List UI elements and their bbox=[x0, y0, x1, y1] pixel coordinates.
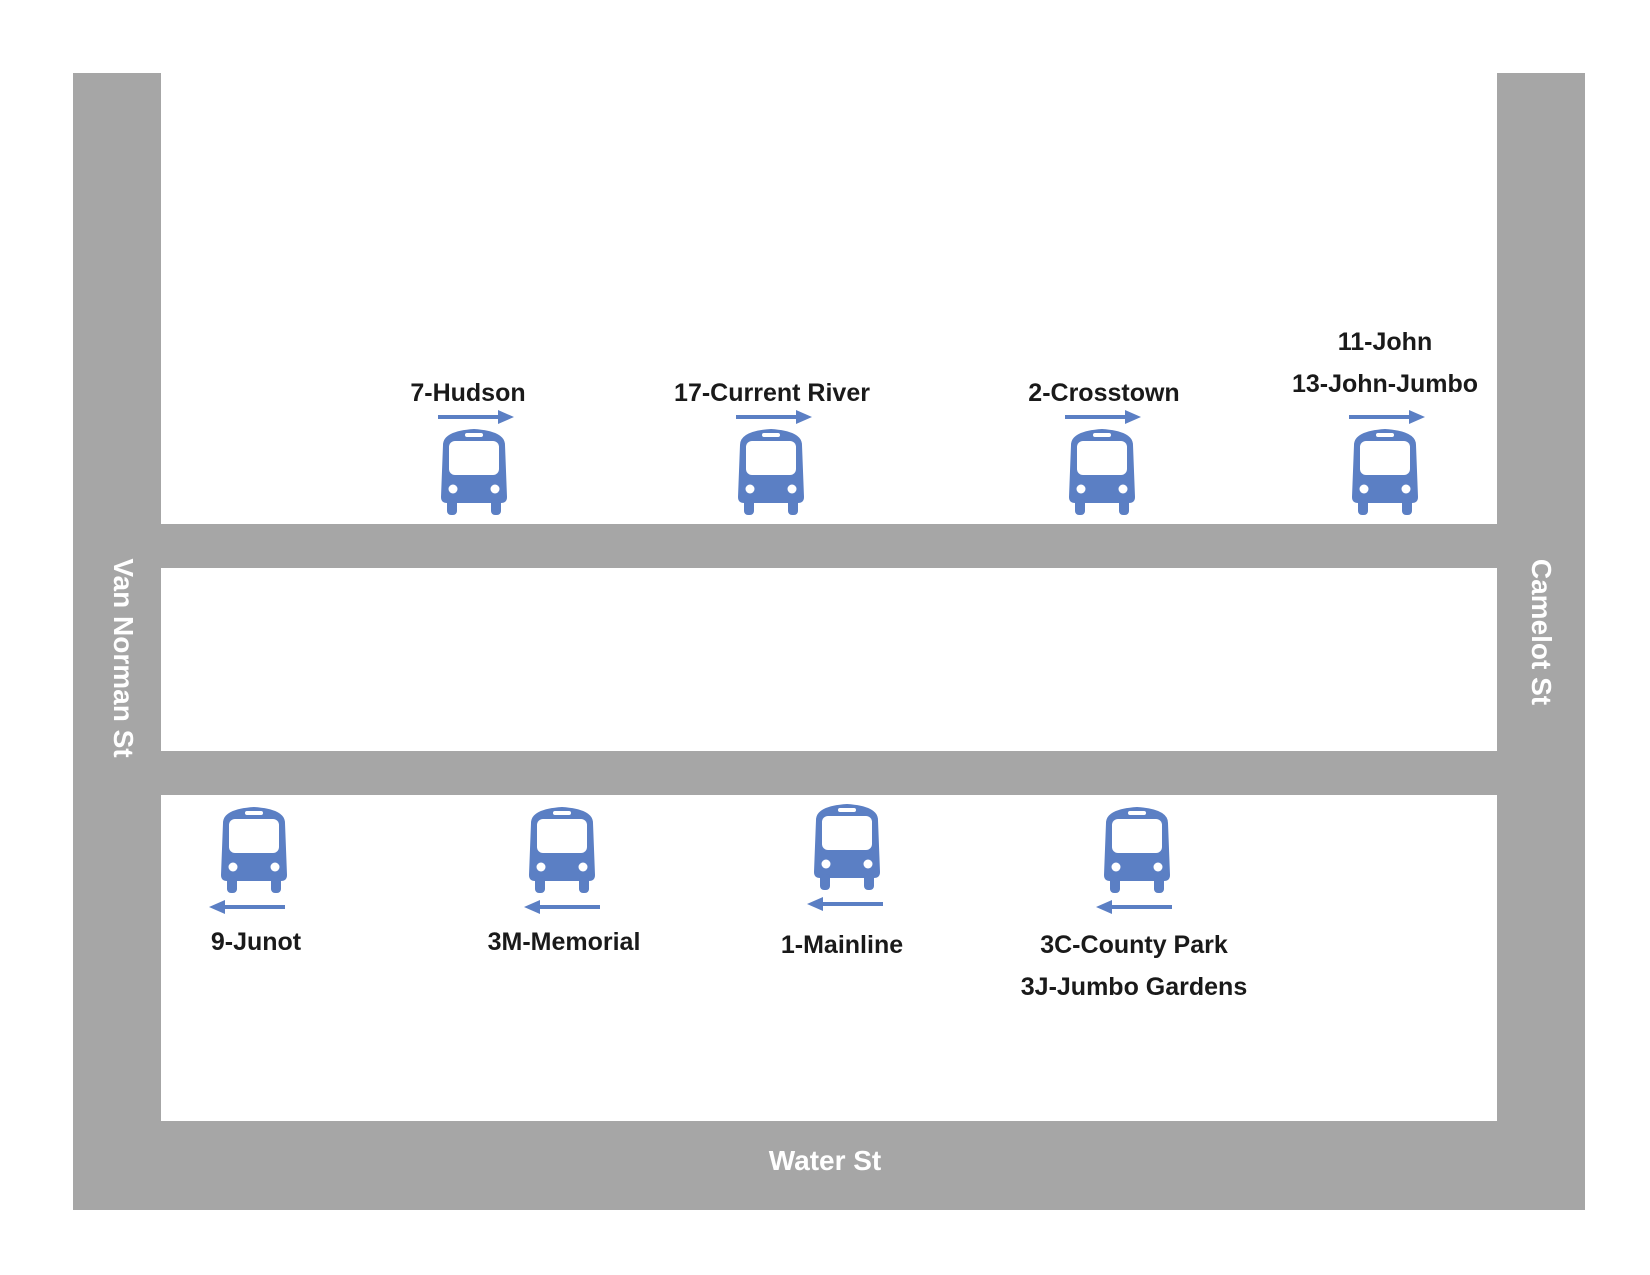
route-name: 3J-Jumbo Gardens bbox=[1020, 973, 1248, 1001]
water-st-road bbox=[73, 1121, 1585, 1210]
camelot-st-road bbox=[1497, 73, 1585, 1210]
east-arrow-icon bbox=[736, 410, 812, 424]
route-name: 11-John bbox=[1337, 328, 1433, 356]
route-name: 2-Crosstown bbox=[1028, 379, 1180, 407]
west-arrow-icon bbox=[807, 897, 883, 911]
lower-cross-road bbox=[161, 751, 1497, 795]
upper-cross-road bbox=[161, 524, 1497, 568]
east-arrow-icon bbox=[438, 410, 514, 424]
bus-icon bbox=[221, 807, 287, 893]
van-norman-st-road bbox=[73, 73, 161, 1210]
bus-icon bbox=[529, 807, 595, 893]
bus-icon bbox=[1069, 429, 1135, 515]
route-name: 1-Mainline bbox=[780, 931, 904, 959]
route-label: 3C-County Park 3J-Jumbo Gardens bbox=[1021, 924, 1247, 1008]
route-name: 3C-County Park bbox=[1040, 931, 1228, 959]
water-st-label: Water St bbox=[768, 1145, 882, 1176]
west-arrow-icon bbox=[1096, 900, 1172, 914]
route-name: 3M-Memorial bbox=[487, 928, 641, 956]
van-norman-st-label: Van Norman St bbox=[108, 558, 139, 758]
route-label: 3M-Memorial bbox=[488, 921, 641, 963]
route-label: 1-Mainline bbox=[781, 924, 903, 966]
bus-icon bbox=[738, 429, 804, 515]
bus-icon bbox=[1352, 429, 1418, 515]
west-arrow-icon bbox=[209, 900, 285, 914]
east-arrow-icon bbox=[1349, 410, 1425, 424]
route-label: 9-Junot bbox=[211, 921, 301, 963]
route-label: 11-John 13-John-Jumbo bbox=[1292, 321, 1478, 405]
bus-icon bbox=[814, 804, 880, 890]
route-name: 17-Current River bbox=[674, 379, 870, 407]
route-name: 13-John-Jumbo bbox=[1291, 370, 1479, 398]
east-arrow-icon bbox=[1065, 410, 1141, 424]
route-name: 7-Hudson bbox=[410, 379, 526, 407]
route-label: 17-Current River bbox=[674, 372, 870, 414]
west-arrow-icon bbox=[524, 900, 600, 914]
bus-icon bbox=[1104, 807, 1170, 893]
route-label: 7-Hudson bbox=[410, 372, 525, 414]
route-label: 2-Crosstown bbox=[1028, 372, 1179, 414]
camelot-st-label: Camelot St bbox=[1526, 558, 1557, 706]
bus-icon bbox=[441, 429, 507, 515]
route-name: 9-Junot bbox=[210, 928, 302, 956]
